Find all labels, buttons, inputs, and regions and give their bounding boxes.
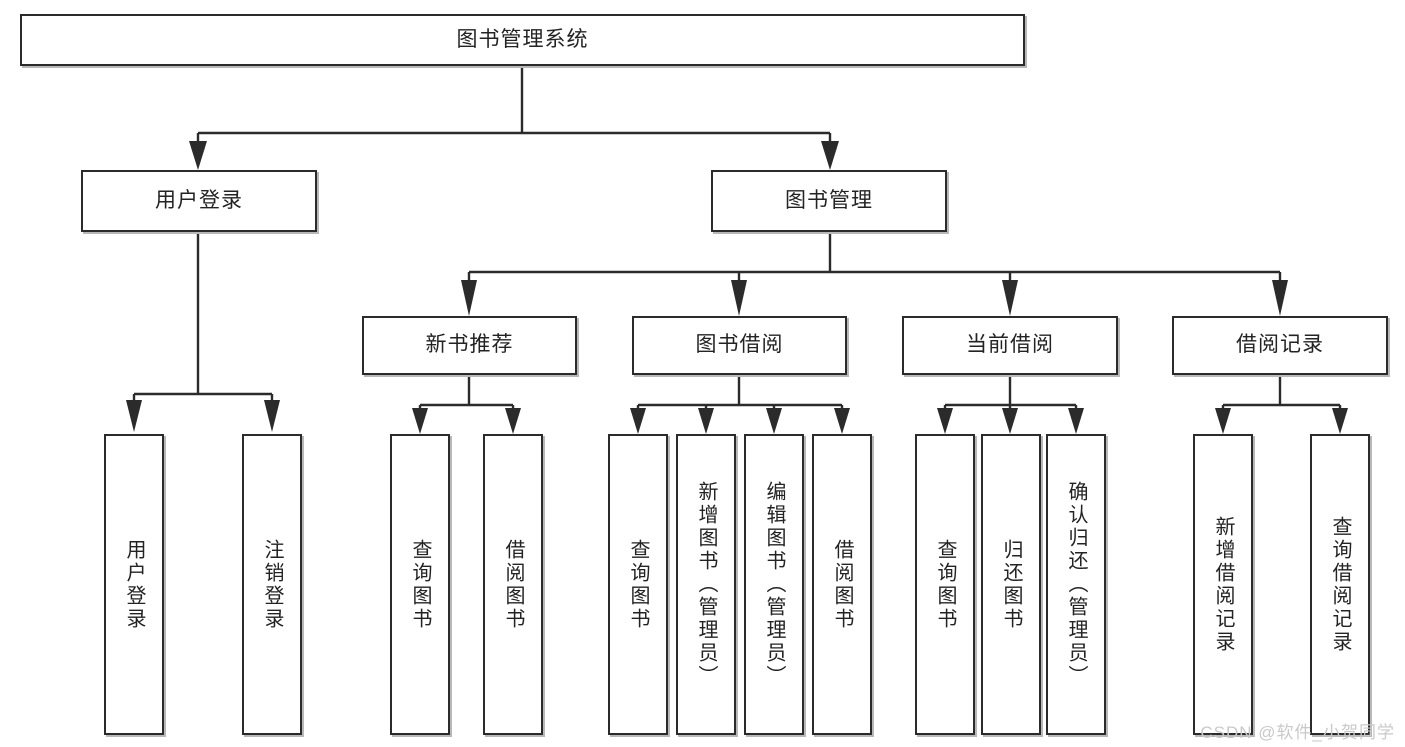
arrowhead-leaf-user-login xyxy=(126,400,142,432)
node-label: 编辑图书（管理员） xyxy=(763,481,785,688)
node-new-book-recommend[interactable]: 新书推荐 xyxy=(362,316,577,375)
node-label: 图书借阅 xyxy=(695,333,784,357)
arrowhead-nb-borrow xyxy=(505,408,521,434)
leaf-cb-return-book[interactable]: 归还图书 xyxy=(981,434,1041,735)
node-label: 用户登录 xyxy=(155,188,243,212)
node-label: 新增借阅记录 xyxy=(1212,515,1234,654)
arrowhead-bb-edit xyxy=(766,408,782,434)
arrowhead-user-login xyxy=(189,141,207,170)
node-label: 借阅记录 xyxy=(1236,333,1324,357)
leaf-bb-borrow-book[interactable]: 借阅图书 xyxy=(812,434,872,735)
node-label: 当前借阅 xyxy=(966,333,1054,357)
arrowhead-bb-query xyxy=(630,408,646,434)
node-label: 查询图书 xyxy=(627,538,649,631)
arrowhead-cb-query xyxy=(937,408,953,434)
leaf-bb-query-book[interactable]: 查询图书 xyxy=(608,434,668,735)
node-label: 新书推荐 xyxy=(425,333,514,357)
leaf-nb-borrow-book[interactable]: 借阅图书 xyxy=(483,434,543,735)
leaf-bb-edit-book[interactable]: 编辑图书（管理员） xyxy=(744,434,804,735)
leaf-user-login[interactable]: 用户登录 xyxy=(104,434,164,735)
node-label: 借阅图书 xyxy=(831,538,853,631)
node-label: 查询图书 xyxy=(934,538,956,631)
node-current-borrow[interactable]: 当前借阅 xyxy=(902,316,1118,375)
leaf-nb-query-book[interactable]: 查询图书 xyxy=(390,434,450,735)
node-borrow-record[interactable]: 借阅记录 xyxy=(1172,316,1388,375)
node-label: 归还图书 xyxy=(1000,538,1022,631)
arrowhead-borrow-record xyxy=(1272,280,1288,316)
arrowhead-current-borrow xyxy=(1002,280,1018,316)
arrowhead-rec-add xyxy=(1215,408,1231,434)
arrowhead-bb-add xyxy=(698,408,714,434)
node-label: 确认归还（管理员） xyxy=(1065,481,1087,688)
node-label: 查询借阅记录 xyxy=(1329,515,1351,654)
arrowhead-cb-confirm xyxy=(1068,408,1084,434)
arrowhead-book-mgmt xyxy=(821,141,839,170)
node-label: 查询图书 xyxy=(409,538,431,631)
csdn-watermark: CSDN @软件_小贺同学 xyxy=(1200,723,1395,742)
leaf-rec-add-record[interactable]: 新增借阅记录 xyxy=(1193,434,1253,735)
node-user-login[interactable]: 用户登录 xyxy=(81,170,317,232)
leaf-logout[interactable]: 注销登录 xyxy=(242,434,302,735)
node-label: 图书管理 xyxy=(785,188,873,212)
node-book-borrow[interactable]: 图书借阅 xyxy=(632,316,847,375)
node-label: 注销登录 xyxy=(261,538,283,631)
node-label: 借阅图书 xyxy=(502,538,524,631)
arrowhead-book-borrow xyxy=(731,280,747,316)
leaf-bb-add-book[interactable]: 新增图书（管理员） xyxy=(676,434,736,735)
leaf-cb-query-book[interactable]: 查询图书 xyxy=(915,434,975,735)
arrowhead-cb-return xyxy=(1002,408,1018,434)
leaf-cb-confirm-return[interactable]: 确认归还（管理员） xyxy=(1046,434,1106,735)
arrowhead-rec-query xyxy=(1332,408,1348,434)
node-label: 图书管理系统 xyxy=(456,27,589,51)
node-book-management[interactable]: 图书管理 xyxy=(711,170,947,232)
node-root-system[interactable]: 图书管理系统 xyxy=(20,14,1025,66)
arrowhead-leaf-logout xyxy=(264,400,280,432)
arrowhead-new-book-rec xyxy=(461,280,477,316)
arrowhead-nb-query xyxy=(412,408,428,434)
leaf-rec-query-record[interactable]: 查询借阅记录 xyxy=(1310,434,1370,735)
node-label: 用户登录 xyxy=(123,538,145,631)
node-label: 新增图书（管理员） xyxy=(695,481,717,688)
arrowhead-bb-borrow xyxy=(834,408,850,434)
